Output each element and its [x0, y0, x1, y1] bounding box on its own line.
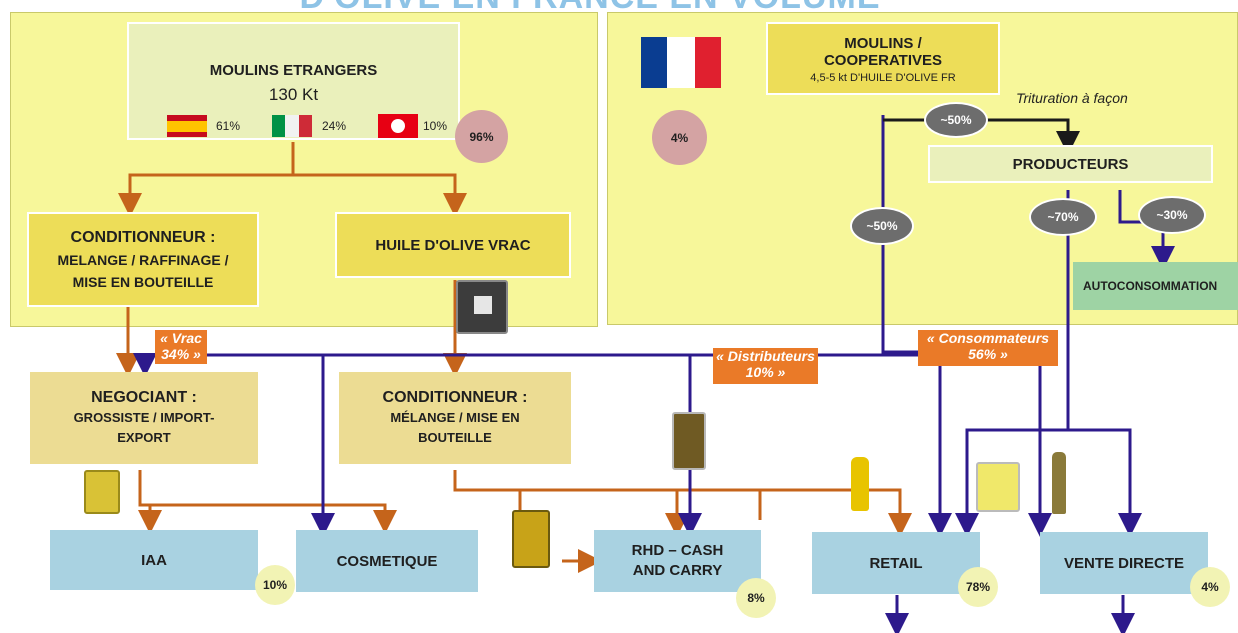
trituration-label: Trituration à façon: [1016, 90, 1128, 106]
distributeurs-tag-line1: « Distributeurs: [713, 348, 818, 364]
producers-30-bubble: ~30%: [1138, 196, 1206, 234]
rhd-box: RHD – CASH AND CARRY: [594, 530, 761, 592]
retail-label: RETAIL: [869, 555, 922, 572]
producers-70-bubble: ~70%: [1029, 198, 1097, 236]
mills-direct-bubble: ~50%: [850, 207, 914, 245]
iaa-box: IAA: [50, 530, 258, 590]
consommateurs-tag-line1: « Consommateurs: [918, 330, 1058, 346]
jerrycan-olive-icon: [672, 412, 706, 470]
tunisia-flag-icon: [378, 114, 418, 138]
distributeurs-tag: « Distributeurs 10% »: [713, 348, 818, 384]
wine-bottle-icon: [1052, 452, 1066, 514]
autoconsommation-box: AUTOCONSOMMATION: [1073, 262, 1238, 310]
negociant-line1: NEGOCIANT :: [91, 388, 197, 408]
conditionneur-melange-box: CONDITIONNEUR : MELANGE / RAFFINAGE / MI…: [27, 212, 259, 307]
france-flag-icon: [641, 37, 721, 88]
olive-tin-icon: [512, 510, 550, 568]
conditionneur-melange-line3: MISE EN BOUTEILLE: [73, 271, 214, 293]
retail-box: RETAIL: [812, 532, 980, 594]
spain-flag-icon: [167, 115, 207, 137]
conditionneur-bouteille-line2: MÉLANGE / MISE EN: [390, 408, 519, 428]
distributeurs-tag-line2: 10% »: [713, 364, 818, 380]
spain-pct: 61%: [216, 119, 240, 133]
iaa-label: IAA: [141, 552, 167, 569]
bag-in-box-icon: [976, 462, 1020, 512]
jerrycan-yellow-icon: [84, 470, 120, 514]
consommateurs-tag: « Consommateurs 56% »: [918, 330, 1058, 366]
conditionneur-bouteille-line1: CONDITIONNEUR :: [383, 388, 528, 408]
vrac-tag: « Vrac 34% »: [155, 330, 207, 364]
french-mills-volume: 4,5-5 kt D'HUILE D'OLIVE FR: [810, 72, 955, 84]
negociant-box: NEGOCIANT : GROSSISTE / IMPORT- EXPORT: [30, 372, 258, 464]
rhd-label-2: AND CARRY: [633, 561, 722, 581]
oil-bottle-icon: [851, 457, 869, 511]
french-mills-title-2: COOPERATIVES: [824, 52, 942, 69]
ibc-tank-icon: [456, 280, 508, 334]
consommateurs-tag-line2: 56% »: [918, 346, 1058, 362]
vrac-tag-line2: 34% »: [155, 346, 207, 362]
producteurs-box: PRODUCTEURS: [928, 145, 1213, 183]
foreign-share-bubble: 96%: [455, 110, 508, 163]
retail-pct-bubble: 78%: [958, 567, 998, 607]
conditionneur-bouteille-line3: BOUTEILLE: [418, 428, 492, 448]
conditionneur-melange-line2: MELANGE / RAFFINAGE /: [57, 249, 228, 271]
vente-directe-box: VENTE DIRECTE: [1040, 532, 1208, 594]
france-share-bubble: 4%: [652, 110, 707, 165]
french-mills-box: MOULINS / COOPERATIVES 4,5-5 kt D'HUILE …: [766, 22, 1000, 95]
autoconsommation-label: AUTOCONSOMMATION: [1083, 279, 1217, 293]
cosmetique-label: COSMETIQUE: [337, 553, 438, 570]
vente-directe-pct-bubble: 4%: [1190, 567, 1230, 607]
tunisia-pct: 10%: [423, 119, 447, 133]
producteurs-label: PRODUCTEURS: [1013, 156, 1129, 173]
mills-to-producers-bubble: ~50%: [924, 102, 988, 138]
cosmetique-box: COSMETIQUE: [296, 530, 478, 592]
conditionneur-bouteille-box: CONDITIONNEUR : MÉLANGE / MISE EN BOUTEI…: [339, 372, 571, 464]
rhd-pct-bubble: 8%: [736, 578, 776, 618]
italy-flag-icon: [272, 115, 312, 137]
foreign-mills-title: MOULINS ETRANGERS: [210, 62, 378, 79]
negociant-line3: EXPORT: [117, 428, 170, 448]
french-mills-title-1: MOULINS /: [844, 35, 922, 52]
huile-vrac-label: HUILE D'OLIVE VRAC: [375, 237, 530, 254]
rhd-label-1: RHD – CASH: [632, 541, 724, 561]
italy-pct: 24%: [322, 119, 346, 133]
foreign-mills-volume: 130 Kt: [269, 85, 318, 105]
huile-vrac-box: HUILE D'OLIVE VRAC: [335, 212, 571, 278]
iaa-pct-bubble: 10%: [255, 565, 295, 605]
vente-directe-label: VENTE DIRECTE: [1064, 555, 1184, 572]
conditionneur-melange-line1: CONDITIONNEUR :: [71, 227, 216, 249]
vrac-tag-line1: « Vrac: [155, 330, 207, 346]
negociant-line2: GROSSISTE / IMPORT-: [74, 408, 215, 428]
